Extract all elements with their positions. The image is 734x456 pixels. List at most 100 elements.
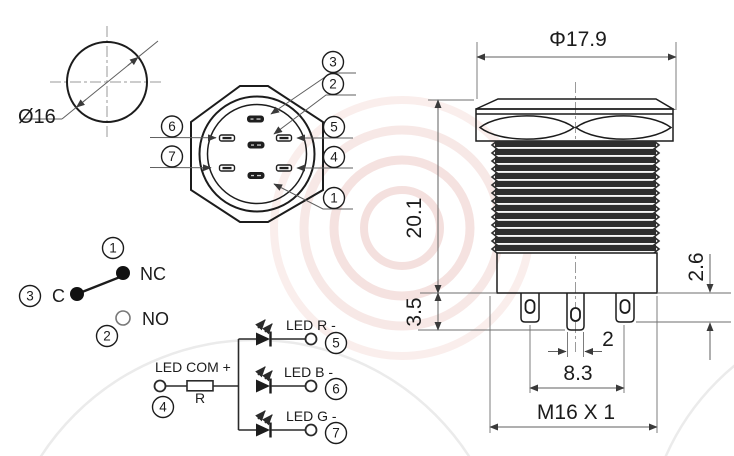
rear-view: 3 2 5 4 1 6 7 — [149, 50, 356, 223]
switch-schematic: 1 3 2 NC C NO — [18, 236, 169, 348]
contact-c-dot — [70, 287, 84, 301]
svg-text:4: 4 — [159, 400, 167, 415]
dim-total-height: 20.1 — [403, 99, 474, 294]
led-com-label: LED COM + — [155, 359, 231, 375]
callout-7: 7 — [160, 145, 184, 168]
led-callout-5: 5 — [324, 331, 348, 355]
schematic-callout-2: 2 — [95, 324, 119, 348]
pin-spacing-label: 8.3 — [563, 362, 592, 385]
terminal-led-g — [304, 423, 318, 437]
svg-text:2: 2 — [329, 77, 337, 92]
led-r-label: LED R - — [286, 317, 336, 333]
svg-text:3: 3 — [329, 55, 337, 70]
svg-text:1: 1 — [109, 241, 117, 256]
hex-body — [190, 85, 324, 223]
no-label: NO — [142, 309, 169, 329]
terminal-led-b — [304, 379, 318, 393]
watermark-swirl — [360, 186, 444, 270]
pin-terminal-top-center — [247, 115, 264, 123]
pin-terminal-bottom-left — [218, 164, 236, 172]
watermark-arc — [39, 338, 471, 456]
terminal-pin-right — [615, 293, 635, 323]
contact-no-dot — [115, 310, 131, 326]
side-pin-length-label: 2.6 — [685, 252, 708, 281]
led-red-symbol — [256, 332, 270, 346]
button-face-circle — [66, 41, 148, 123]
callout-2: 2 — [321, 72, 345, 96]
resistor-label: R — [195, 390, 205, 406]
pin-terminal-bottom-right — [275, 164, 293, 172]
head-lens-left — [478, 115, 576, 140]
led-green-branch: LED G - 7 — [238, 408, 348, 445]
dim-side-pin-length: 2.6 — [636, 252, 731, 360]
thread-edge-right — [652, 140, 661, 254]
front-diameter-leader — [61, 40, 159, 120]
nc-label: NC — [140, 264, 166, 284]
head-lens-right — [574, 115, 673, 140]
emission-arrow — [255, 319, 266, 331]
svg-text:5: 5 — [330, 120, 338, 135]
pin-terminal-mid-right — [275, 134, 293, 142]
side-view: Φ17.9 20.1 3.5 2.6 2 — [403, 28, 731, 433]
c-label: C — [52, 286, 65, 306]
front-diameter-arrow — [75, 99, 87, 108]
dim-thread-spec: M16 X 1 — [489, 296, 658, 433]
svg-text:6: 6 — [168, 119, 176, 134]
watermark-swirl — [329, 155, 475, 301]
thread-spec-label: M16 X 1 — [537, 401, 615, 424]
emission-arrow — [262, 370, 273, 382]
total-height-label: 20.1 — [403, 198, 426, 239]
schematic-callout-3: 3 — [18, 284, 42, 308]
dim-pin-width: 2 — [548, 328, 614, 357]
svg-text:2: 2 — [103, 329, 111, 344]
led-callout-7: 7 — [324, 421, 348, 445]
dim-pin-spacing: 8.3 — [529, 325, 625, 393]
terminal-pin-left — [520, 293, 540, 323]
svg-text:3: 3 — [26, 289, 34, 304]
callout-1: 1 — [322, 186, 346, 210]
callout-leader-1 — [273, 183, 353, 210]
watermark-arc — [664, 364, 734, 456]
head-diameter-label: Φ17.9 — [549, 28, 607, 51]
pin-terminal-mid-left — [218, 134, 236, 142]
callout-leader-2 — [273, 94, 356, 135]
svg-text:7: 7 — [168, 149, 176, 164]
schematic-callout-1: 1 — [101, 236, 125, 260]
svg-text:5: 5 — [332, 336, 340, 351]
led-callout-6: 6 — [324, 377, 348, 401]
led-b-label: LED B - — [284, 364, 333, 380]
svg-text:1: 1 — [330, 191, 338, 206]
led-red-branch: LED R - 5 — [238, 317, 348, 355]
led-g-label: LED G - — [286, 408, 337, 424]
emission-arrow — [262, 323, 273, 335]
svg-text:6: 6 — [332, 382, 340, 397]
callout-4: 4 — [322, 145, 346, 169]
callout-leader-3 — [270, 72, 356, 115]
led-green-symbol — [256, 423, 270, 437]
emission-arrow — [255, 366, 266, 378]
svg-text:4: 4 — [330, 150, 338, 165]
pin-length-label: 3.5 — [403, 297, 426, 326]
switch-base — [496, 252, 658, 294]
outer-ring — [198, 95, 316, 213]
terminal-com — [153, 379, 167, 393]
emission-arrow — [255, 410, 266, 422]
inner-ring — [206, 103, 308, 205]
pin-terminal-mid-center — [247, 141, 265, 149]
pin-width-label: 2 — [602, 328, 614, 351]
callout-3: 3 — [321, 50, 345, 74]
led-blue-branch: LED B - 6 — [255, 364, 348, 401]
dim-pin-length: 3.5 — [403, 292, 565, 331]
contact-nc-dot — [116, 266, 130, 280]
callout-5: 5 — [322, 115, 346, 139]
front-diameter-label: Ø16 — [18, 106, 56, 128]
front-diameter-arrow — [127, 56, 139, 66]
threaded-body — [490, 140, 661, 254]
button-head — [475, 98, 676, 142]
front-view: Ø16 — [18, 26, 163, 138]
dim-head-diameter: Φ17.9 — [476, 28, 677, 110]
led-blue-symbol — [256, 379, 270, 393]
svg-text:7: 7 — [332, 426, 340, 441]
